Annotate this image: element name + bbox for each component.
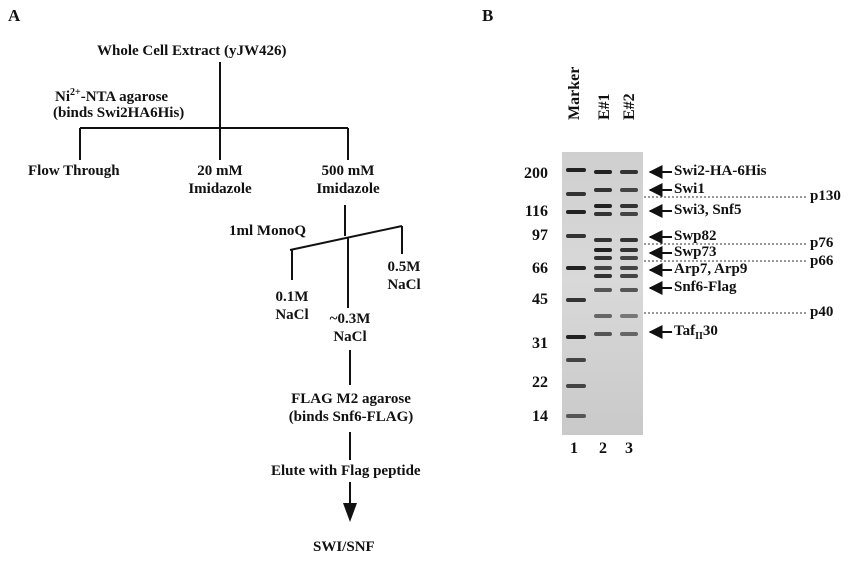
marker-size: 200 [524, 165, 548, 182]
lane-header-e1: E#1 [596, 93, 613, 120]
band-label-swi1: Swi1 [674, 181, 705, 197]
gel-band [566, 234, 586, 238]
ni-nta-ni: Ni [55, 89, 70, 105]
gel-band [620, 332, 638, 336]
gel-band [594, 188, 612, 192]
gel-band [620, 248, 638, 252]
gel-band [566, 168, 586, 172]
band-label-snf6: Snf6-Flag [674, 279, 737, 295]
elute-label: Elute with Flag peptide [271, 463, 421, 479]
marker-size: 31 [532, 335, 548, 352]
imidazole-500-label: 500 mM Imidazole [304, 162, 392, 198]
imidazole-20-label: 20 mM Imidazole [178, 162, 262, 198]
gel-band [620, 256, 638, 260]
band-label-taf30: TafII30 [674, 323, 718, 342]
nacl-05-name: NaCl [387, 277, 421, 293]
gel-band [566, 414, 586, 418]
lane-number: 3 [625, 440, 633, 457]
band-label-swi3-snf5: Swi3, Snf5 [674, 202, 742, 218]
taf-number: 30 [702, 323, 718, 339]
band-label-swi2: Swi2-HA-6His [674, 163, 767, 179]
lane-header-e2: E#2 [621, 93, 638, 120]
flow-through-label: Flow Through [28, 163, 120, 179]
gel-band [594, 204, 612, 208]
gel-band [594, 212, 612, 216]
marker-size: 66 [532, 260, 548, 277]
gel-band [594, 238, 612, 242]
monoq-label: 1ml MonoQ [229, 223, 307, 239]
imidazole-500-conc: 500 mM [321, 163, 375, 179]
gel-band [594, 266, 612, 270]
gel-band [594, 332, 612, 336]
nacl-03-label: ~0.3M NaCl [318, 310, 382, 346]
nacl-01-conc: 0.1M [275, 289, 309, 305]
flag-agarose-label: FLAG M2 agarose (binds Snf6-FLAG) [268, 390, 434, 426]
nacl-05-conc: 0.5M [387, 259, 421, 275]
gel-band [620, 212, 638, 216]
panel-b-letter: B [482, 6, 494, 25]
panel-a-letter: A [8, 6, 21, 25]
lane-header-marker: Marker [566, 66, 583, 120]
side-label-p130: p130 [810, 188, 841, 204]
marker-size: 45 [532, 291, 548, 308]
band-label-swp82: Swp82 [674, 228, 717, 244]
gel-band [620, 204, 638, 208]
band-label-swp73: Swp73 [674, 244, 717, 260]
gel-band [566, 192, 586, 196]
side-label-p40: p40 [810, 304, 834, 320]
imidazole-20-name: Imidazole [188, 181, 252, 197]
gel-band [620, 238, 638, 242]
imidazole-500-name: Imidazole [316, 181, 380, 197]
gel-band [566, 384, 586, 388]
flag-agarose-name: FLAG M2 agarose [291, 391, 411, 407]
lane-number: 1 [570, 440, 578, 457]
gel-band [620, 266, 638, 270]
gel-band [566, 335, 586, 339]
flag-agarose-binds: (binds Snf6-FLAG) [288, 409, 414, 425]
marker-size: 97 [532, 227, 548, 244]
band-label-arp7-arp9: Arp7, Arp9 [674, 261, 748, 277]
whole-cell-extract-label: Whole Cell Extract (yJW426) [97, 43, 287, 59]
gel-band [566, 298, 586, 302]
marker-size: 116 [524, 203, 548, 220]
gel-band [620, 170, 638, 174]
gel-image [562, 152, 643, 435]
side-label-p76: p76 [810, 235, 834, 251]
taf-name: Taf [674, 323, 696, 339]
imidazole-20-conc: 20 mM [197, 163, 243, 179]
ni-nta-step: Ni2+-NTA agarose [55, 84, 168, 106]
gel-band [566, 358, 586, 362]
gel-band [620, 314, 638, 318]
ni-nta-rest: -NTA agarose [80, 89, 169, 105]
side-label-p66: p66 [810, 253, 834, 269]
taf-sub: II [695, 331, 703, 342]
gel-band [594, 314, 612, 318]
gel-band [594, 248, 612, 252]
ni-nta-binds: (binds Swi2HA6His) [53, 105, 185, 121]
marker-size: 14 [532, 408, 548, 425]
nacl-03-name: NaCl [333, 329, 367, 345]
gel-band [594, 274, 612, 278]
gel-band [620, 188, 638, 192]
nacl-01-label: 0.1M NaCl [262, 288, 322, 324]
gel-band [566, 266, 586, 270]
nacl-05-label: 0.5M NaCl [374, 258, 434, 294]
gel-band [594, 170, 612, 174]
gel-band [594, 256, 612, 260]
nacl-01-name: NaCl [275, 307, 309, 323]
gel-band [620, 288, 638, 292]
marker-size: 22 [532, 374, 548, 391]
lane-number: 2 [599, 440, 607, 457]
gel-band [566, 210, 586, 214]
gel-band [620, 274, 638, 278]
nacl-03-conc: ~0.3M [329, 311, 371, 327]
ni-nta-sup: 2+ [70, 87, 81, 98]
gel-band [594, 288, 612, 292]
swi-snf-result: SWI/SNF [313, 539, 375, 555]
